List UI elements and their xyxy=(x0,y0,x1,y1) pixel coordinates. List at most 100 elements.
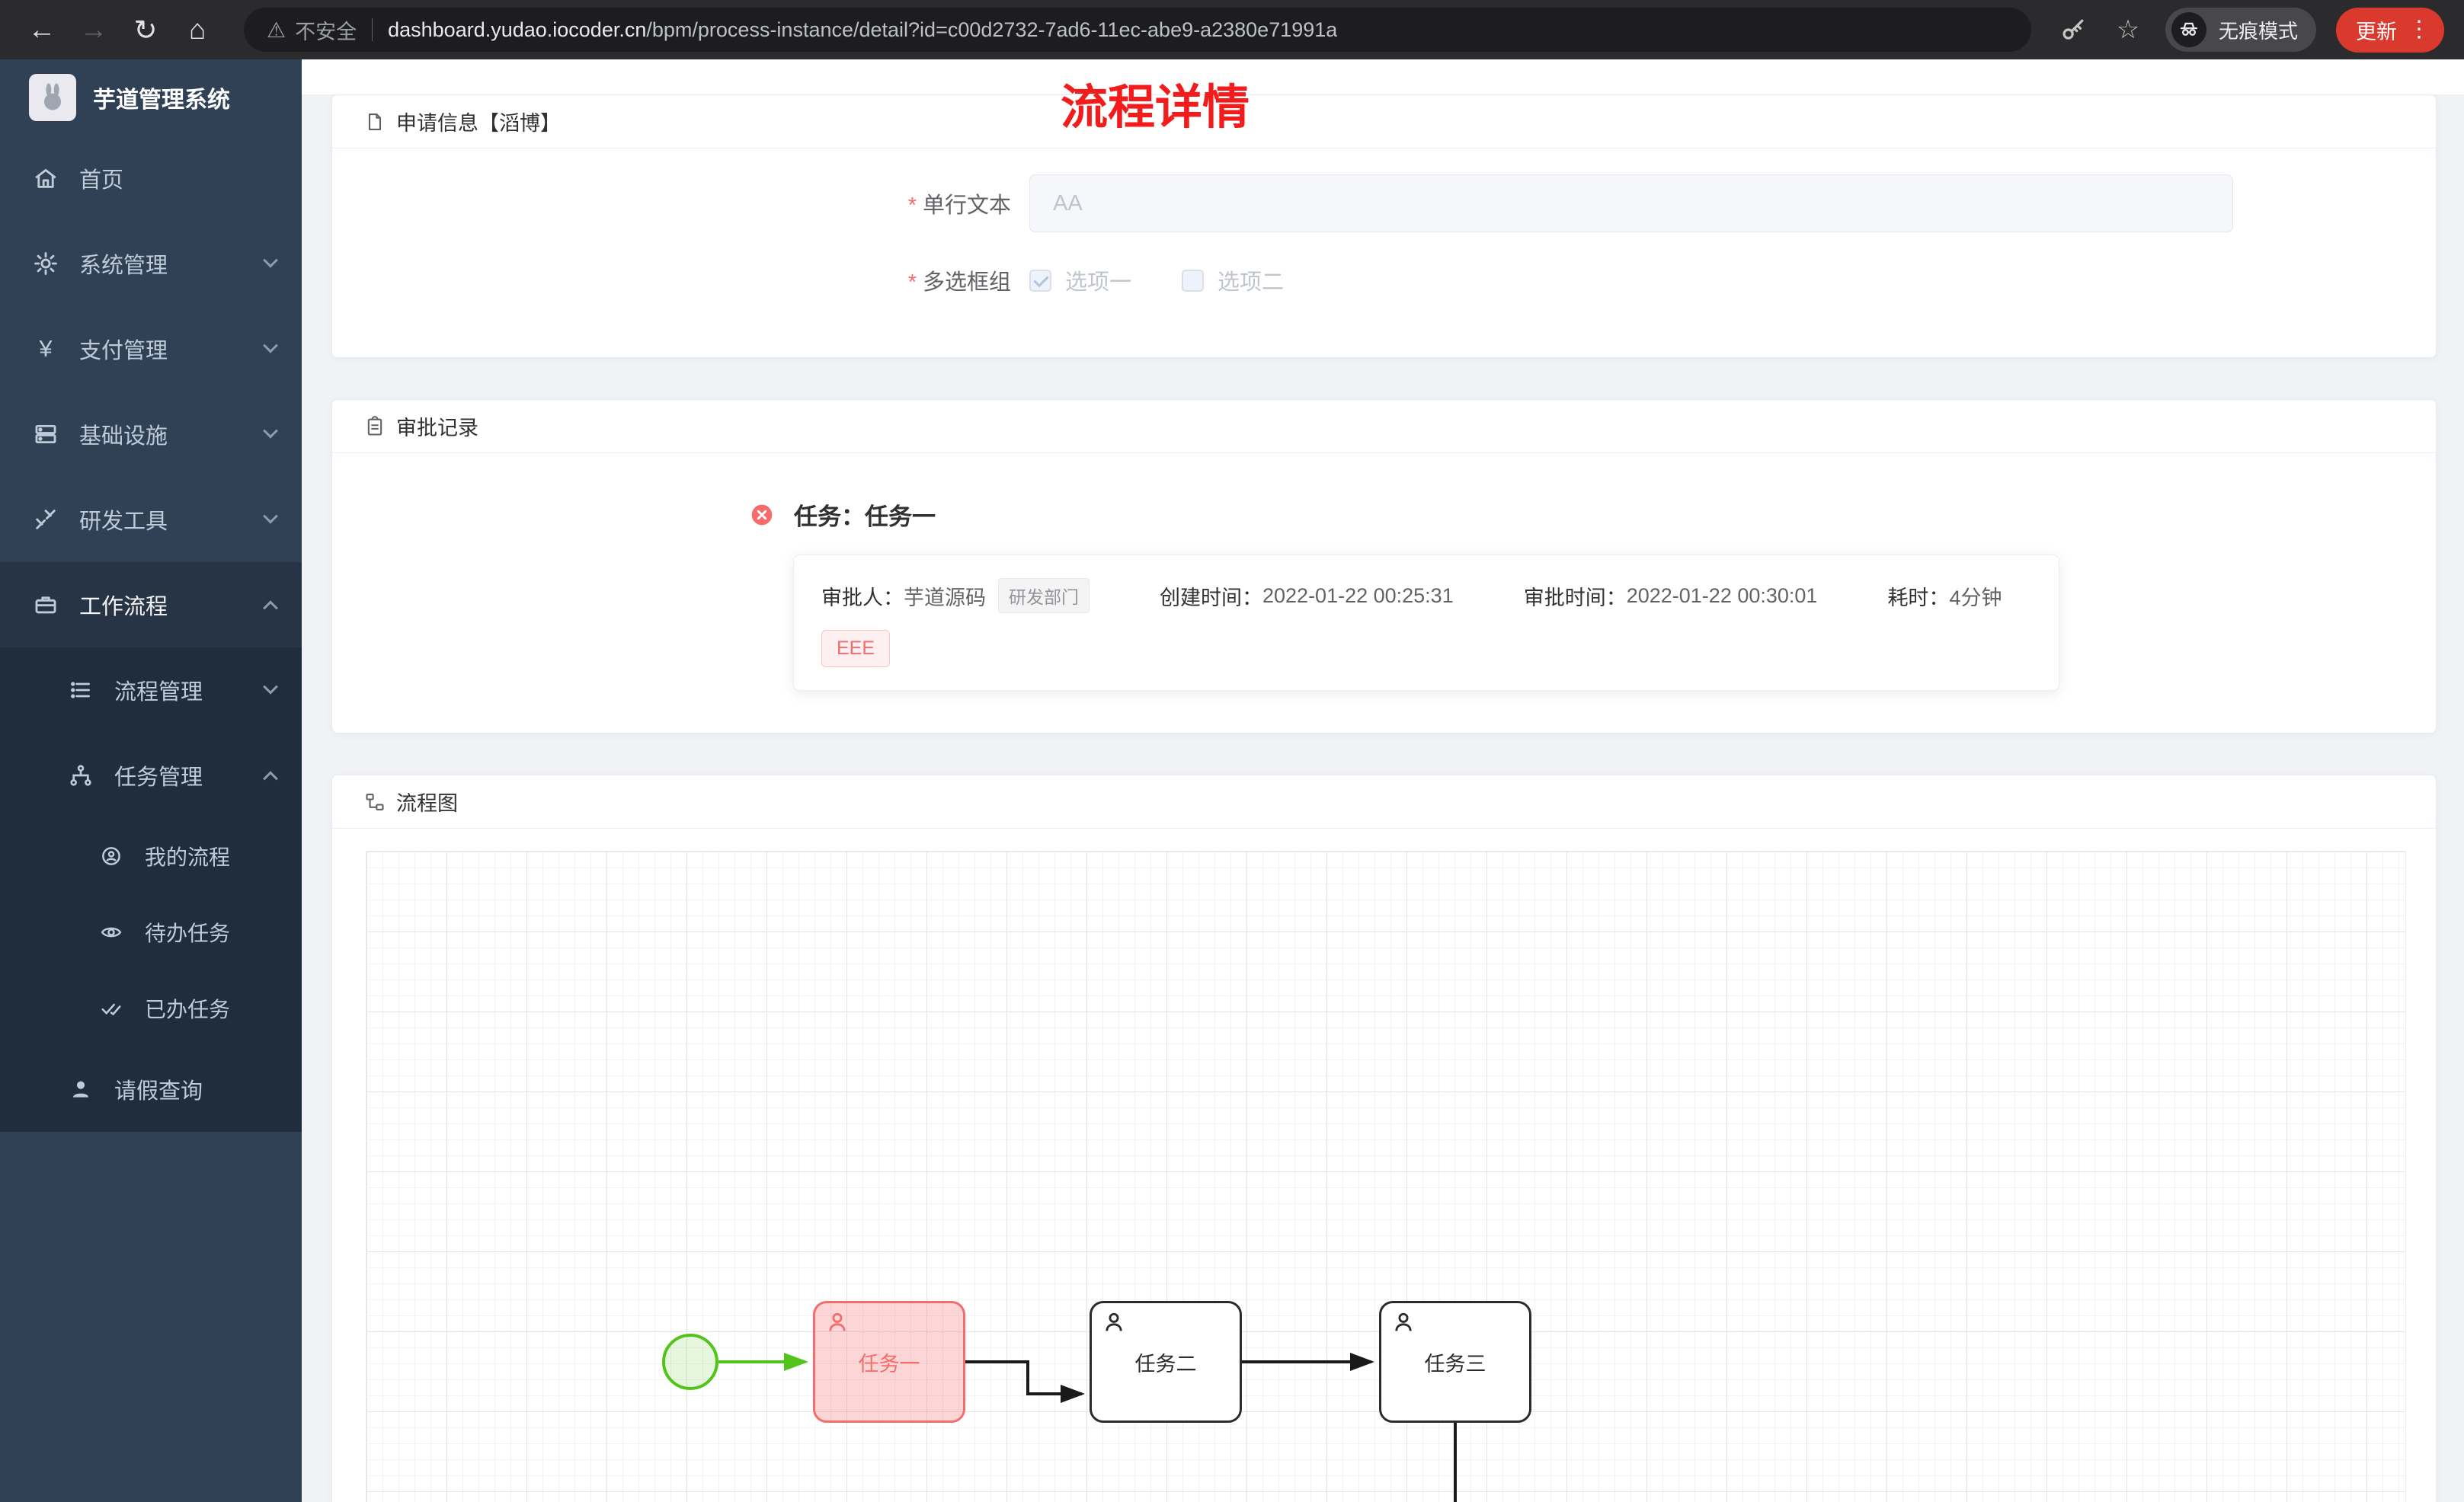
sidebar-item-home[interactable]: 首页 xyxy=(0,136,302,221)
approval-card-title: 审批记录 xyxy=(396,417,478,439)
approved-time: 2022-01-22 00:30:01 xyxy=(1626,583,1818,607)
sidebar-item-devtools[interactable]: 研发工具 xyxy=(0,477,302,562)
incognito-badge: 无痕模式 xyxy=(2165,8,2316,52)
briefcase-icon xyxy=(30,592,61,618)
app-logo-row[interactable]: 芋道管理系统 xyxy=(0,59,302,136)
url-domain: dashboard.yudao.iocoder.cn xyxy=(388,18,647,41)
chevron-down-icon xyxy=(263,252,278,268)
password-key-icon[interactable] xyxy=(2056,12,2091,47)
chevron-down-icon xyxy=(263,679,278,695)
sidebar-item-process-mgmt[interactable]: 流程管理 xyxy=(0,647,302,733)
security-warning-icon: ⚠ xyxy=(267,18,286,42)
checkbox-unchecked-icon xyxy=(1182,269,1205,292)
chevron-up-icon xyxy=(263,600,278,616)
browser-back-button[interactable]: ← xyxy=(20,8,64,52)
app-logo-icon xyxy=(29,74,76,121)
security-label: 不安全 xyxy=(295,20,357,43)
browser-forward-button[interactable]: → xyxy=(72,8,116,52)
sidebar-item-my-process[interactable]: 我的流程 xyxy=(0,818,302,894)
browser-home-button[interactable]: ⌂ xyxy=(175,8,219,52)
content-top-band xyxy=(302,59,2464,94)
approval-timeline: 任务：任务一 审批人： 芋道源码 研发部门 创建时间： 2022-01-22 0… xyxy=(332,453,2436,691)
approved-label: 审批时间： xyxy=(1523,586,1627,609)
sidebar-item-label: 请假查询 xyxy=(114,1079,203,1104)
approval-detail-card: 审批人： 芋道源码 研发部门 创建时间： 2022-01-22 00:25:31… xyxy=(793,554,2059,691)
task-node-3[interactable]: 任务三 xyxy=(1379,1301,1531,1423)
refresh-icon: ↻ xyxy=(133,14,158,46)
apply-info-card: 申请信息【滔博】 单行文本 多选框组 选项一 选项二 xyxy=(331,94,2437,358)
browser-update-button[interactable]: 更新 ⋮ xyxy=(2336,7,2444,53)
checkbox-label: 选项二 xyxy=(1218,270,1285,295)
approved-time-group: 审批时间： 2022-01-22 00:30:01 xyxy=(1524,581,1818,611)
sidebar-item-label: 系统管理 xyxy=(79,254,168,278)
incognito-spy-icon xyxy=(2171,12,2206,47)
sidebar-item-done-tasks[interactable]: 已办任务 xyxy=(0,970,302,1047)
task-title: 任务：任务一 xyxy=(794,503,936,530)
sidebar: 芋道管理系统 首页 系统管理 ¥ 支付管理 基础设施 xyxy=(0,59,302,1502)
task-status-row: 任务：任务一 xyxy=(750,497,2436,532)
url-text: dashboard.yudao.iocoder.cn/bpm/process-i… xyxy=(388,18,1337,42)
tools-icon xyxy=(30,507,61,532)
incognito-label: 无痕模式 xyxy=(2218,19,2298,43)
chrome-right-cluster: ☆ 无痕模式 更新 ⋮ xyxy=(2056,7,2444,53)
apply-card-title: 申请信息【滔博】 xyxy=(396,112,561,135)
home-dashboard-icon xyxy=(30,165,61,191)
single-line-text-input[interactable] xyxy=(1029,174,2233,232)
yen-icon: ¥ xyxy=(39,335,53,362)
field-label-single-line: 单行文本 xyxy=(828,187,1011,219)
sidebar-item-label: 任务管理 xyxy=(114,765,203,790)
double-check-icon xyxy=(96,997,126,1020)
omnibox-divider xyxy=(372,18,373,41)
start-event-node[interactable] xyxy=(662,1334,718,1390)
field-label-checkbox-group: 多选框组 xyxy=(828,264,1011,296)
task-node-label: 任务三 xyxy=(1424,1352,1486,1376)
process-diagram-card: 流程图 任务一 xyxy=(331,775,2437,1502)
bookmark-star-icon[interactable]: ☆ xyxy=(2116,15,2140,44)
sidebar-item-payment[interactable]: ¥ 支付管理 xyxy=(0,306,302,391)
form-row-text: 单行文本 xyxy=(332,174,2436,232)
gear-icon xyxy=(30,251,61,276)
sidebar-item-workflow[interactable]: 工作流程 xyxy=(0,562,302,647)
sidebar-item-system[interactable]: 系统管理 xyxy=(0,221,302,306)
sidebar-item-leave-query[interactable]: 请假查询 xyxy=(0,1047,302,1132)
browser-menu-icon[interactable]: ⋮ xyxy=(2408,17,2430,42)
task-node-label: 任务二 xyxy=(1134,1352,1197,1376)
approver-label: 审批人： xyxy=(821,586,904,609)
main-content: 流程详情 申请信息【滔博】 单行文本 多选框组 选项一 xyxy=(302,59,2464,1502)
url-path: /bpm/process-instance/detail?id=c00d2732… xyxy=(646,18,1338,41)
chevron-down-icon xyxy=(263,337,278,353)
created-time-group: 创建时间： 2022-01-22 00:25:31 xyxy=(1160,581,1454,611)
sidebar-item-label: 首页 xyxy=(79,168,124,193)
address-bar[interactable]: ⚠ 不安全 dashboard.yudao.iocoder.cn/bpm/pro… xyxy=(244,8,2031,52)
sidebar-item-label: 基础设施 xyxy=(79,424,168,449)
diagram-card-header: 流程图 xyxy=(332,775,2436,829)
approval-card-header: 审批记录 xyxy=(332,400,2436,453)
eye-icon xyxy=(96,921,126,944)
back-arrow-icon: ← xyxy=(27,14,56,45)
task-node-1[interactable]: 任务一 xyxy=(813,1301,965,1423)
task-node-2[interactable]: 任务二 xyxy=(1090,1301,1242,1423)
document-icon xyxy=(364,111,386,133)
comment-tag: EEE xyxy=(821,630,891,667)
chevron-down-icon xyxy=(263,423,278,439)
approver-name: 芋道源码 xyxy=(904,586,986,609)
checkbox-group: 选项一 选项二 xyxy=(1029,264,1284,296)
form-row-checkbox: 多选框组 选项一 选项二 xyxy=(332,264,2436,296)
list-icon xyxy=(66,678,96,702)
approval-record-card: 审批记录 任务：任务一 审批人： 芋道源码 研发部门 xyxy=(331,399,2437,733)
sidebar-item-label: 已办任务 xyxy=(145,998,231,1021)
approval-meta-row: 审批人： 芋道源码 研发部门 创建时间： 2022-01-22 00:25:31… xyxy=(821,578,2031,613)
checkbox-option-2[interactable]: 选项二 xyxy=(1182,264,1284,296)
sidebar-item-infrastructure[interactable]: 基础设施 xyxy=(0,391,302,477)
browser-refresh-button[interactable]: ↻ xyxy=(123,8,168,52)
user-task-icon xyxy=(1390,1309,1416,1335)
flowchart-icon xyxy=(364,791,386,813)
sidebar-item-todo-tasks[interactable]: 待办任务 xyxy=(0,894,302,970)
checkbox-option-1[interactable]: 选项一 xyxy=(1029,264,1131,296)
bpmn-canvas: 任务一 任务二 任务三 xyxy=(366,851,2406,1502)
sidebar-item-task-mgmt[interactable]: 任务管理 xyxy=(0,733,302,818)
chevron-down-icon xyxy=(263,508,278,524)
forward-arrow-icon: → xyxy=(79,14,108,45)
sidebar-item-label: 待办任务 xyxy=(145,922,231,945)
record-icon xyxy=(364,415,386,437)
